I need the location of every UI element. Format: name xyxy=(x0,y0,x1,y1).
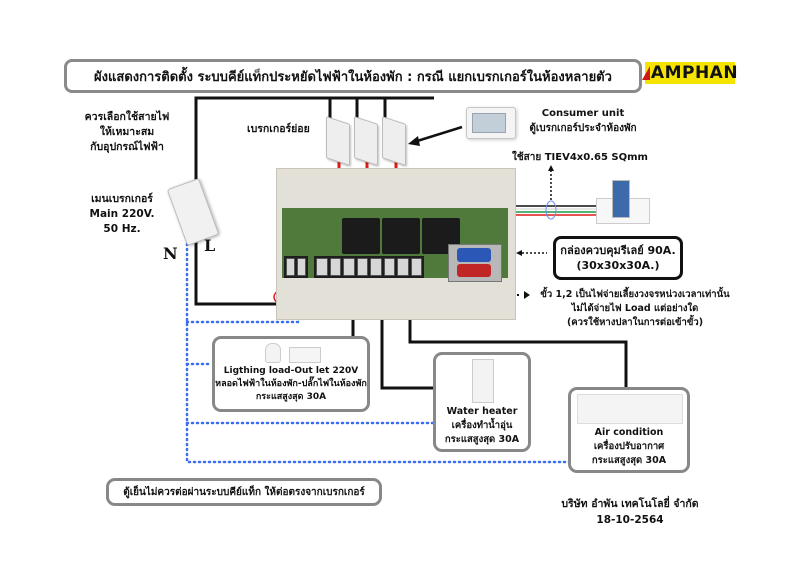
relay-box-line-2: (30x30x30A.) xyxy=(576,259,660,272)
cable-marker-ring xyxy=(545,200,557,220)
transformer-coil-red xyxy=(457,264,491,277)
terminal-note: ขั้ว 1,2 เป็นไฟจ่ายเลี้ยงวงจรหน่วงเวลาเท… xyxy=(530,288,740,330)
main-breaker-line-3: 50 Hz. xyxy=(103,223,141,235)
diagram-title: ผังแสดงการติดตั้ง ระบบคีย์แท็กประหยัดไฟฟ… xyxy=(64,59,642,93)
terminal-3 xyxy=(316,258,328,276)
load-terminals xyxy=(314,256,424,278)
terminal-8 xyxy=(383,258,395,276)
main-breaker-line-1: เมนเบรกเกอร์ xyxy=(91,193,153,205)
wire-choice-line-1: ควรเลือกใช้สายไฟ xyxy=(84,111,170,123)
line-label: L xyxy=(204,236,216,255)
power-terminals xyxy=(284,256,308,278)
sub-breaker-1-icon xyxy=(326,116,350,166)
relay-2-icon xyxy=(382,218,420,254)
cable-spec-note: ใช้สาย TIEV4x0.65 SQmm xyxy=(512,152,648,163)
air-condition-card-text: Air condition เครื่องปรับอากาศ กระแสสูงส… xyxy=(571,426,687,468)
consumer-unit-arrow xyxy=(413,125,463,144)
wire-choice-line-2: ให้เหมาะสม xyxy=(99,126,155,138)
lighting-card-text: Ligthing load-Out let 220V หลอดไฟฟ้าในห้… xyxy=(215,365,367,404)
light-bulb-icon xyxy=(265,343,281,363)
terminal-5 xyxy=(343,258,355,276)
logo-text: AMPHAN xyxy=(650,63,739,83)
sub-breaker-2-icon xyxy=(354,116,378,166)
terminal-6 xyxy=(356,258,368,276)
water-heater-line-2: เครื่องทำน้ำอุ่น xyxy=(451,420,513,431)
relay-box-line-1: กล่องควบคุมรีเลย์ 90A. xyxy=(560,244,676,257)
cable-spec-arrowhead xyxy=(548,165,554,171)
power-outlet-icon xyxy=(289,347,321,363)
keycard-icon xyxy=(612,180,630,218)
consumer-unit-arrowhead xyxy=(408,136,420,146)
fridge-note: ตู้เย็นไม่ควรต่อผ่านระบบคีย์แท็ก ให้ต่อต… xyxy=(106,478,382,506)
terminal-note-line-2: ไม่ได้จ่ายไฟ Load แต่อย่างใด xyxy=(571,303,699,314)
document-date: 18-10-2564 xyxy=(596,514,664,526)
company-name: บริษัท อำพัน เทคโนโลยี่ จำกัด xyxy=(561,498,699,510)
load-card-air-condition: Air condition เครื่องปรับอากาศ กระแสสูงส… xyxy=(568,387,690,473)
line-wire-top xyxy=(194,96,434,186)
relay-box-arrowhead xyxy=(516,250,522,256)
wire-choice-line-3: กับอุปกรณ์ไฟฟ้า xyxy=(90,141,164,153)
terminal-1 xyxy=(286,258,295,276)
consumer-unit-line-2: ตู้เบรกเกอร์ประจำห้องพัก xyxy=(529,123,637,134)
relay-1-icon xyxy=(342,218,380,254)
terminal-note-line-1: ขั้ว 1,2 เป็นไฟจ่ายเลี้ยงวงจรหน่วงเวลาเท… xyxy=(540,289,730,300)
water-heater-icon xyxy=(472,359,494,403)
main-breaker-line-2: Main 220V. xyxy=(89,208,155,220)
terminal-7 xyxy=(370,258,382,276)
lighting-line-2: หลอดไฟฟ้าในห้องพัก-ปลั๊กไฟในห้องพัก xyxy=(215,379,367,389)
load-card-water-heater: Water heater เครื่องทำน้ำอุ่น กระแสสูงสุ… xyxy=(433,352,531,452)
consumer-unit-window xyxy=(472,113,506,133)
terminal-2 xyxy=(297,258,306,276)
consumer-unit-line-1: Consumer unit xyxy=(541,108,625,119)
relay-box-label: กล่องควบคุมรีเลย์ 90A. (30x30x30A.) xyxy=(553,236,683,280)
terminal-note-line-3: (ควรใช้หางปลาในการต่อเข้าขั้ว) xyxy=(566,317,704,328)
amphan-logo: AMPHAN xyxy=(641,62,739,84)
lighting-line-3: กระแสสูงสุด 30A xyxy=(255,392,327,402)
water-heater-line-1: Water heater xyxy=(446,406,518,417)
air-condition-icon xyxy=(577,394,683,424)
sub-breakers-label: เบรกเกอร์ย่อย xyxy=(247,123,310,135)
main-breaker-note: เมนเบรกเกอร์ Main 220V. 50 Hz. xyxy=(72,192,172,237)
wire-choice-note: ควรเลือกใช้สายไฟ ให้เหมาะสม กับอุปกรณ์ไฟ… xyxy=(72,110,182,155)
terminal-note-arrowhead xyxy=(524,291,530,299)
lighting-line-1: Ligthing load-Out let 220V xyxy=(223,366,359,376)
air-condition-line-3: กระแสสูงสุด 30A xyxy=(591,455,667,466)
air-condition-line-1: Air condition xyxy=(594,427,664,438)
terminal-10 xyxy=(410,258,422,276)
consumer-unit-icon xyxy=(466,107,516,139)
logo-triangle-icon xyxy=(641,66,650,80)
air-condition-line-2: เครื่องปรับอากาศ xyxy=(593,441,665,452)
neutral-main xyxy=(185,242,574,464)
terminal-9 xyxy=(397,258,409,276)
load-card-lighting: Ligthing load-Out let 220V หลอดไฟฟ้าในห้… xyxy=(212,336,370,412)
neutral-label: N xyxy=(163,244,178,263)
sub-breaker-3-icon xyxy=(382,116,406,166)
company-info: บริษัท อำพัน เทคโนโลยี่ จำกัด 18-10-2564 xyxy=(560,496,700,528)
water-heater-line-3: กระแสสูงสุด 30A xyxy=(444,434,520,445)
transformer-icon xyxy=(448,244,502,282)
terminal-4 xyxy=(329,258,341,276)
water-heater-card-text: Water heater เครื่องทำน้ำอุ่น กระแสสูงสุ… xyxy=(436,405,528,447)
consumer-unit-note: Consumer unit ตู้เบรกเกอร์ประจำห้องพัก xyxy=(518,106,648,136)
transformer-coil-blue xyxy=(457,248,491,262)
